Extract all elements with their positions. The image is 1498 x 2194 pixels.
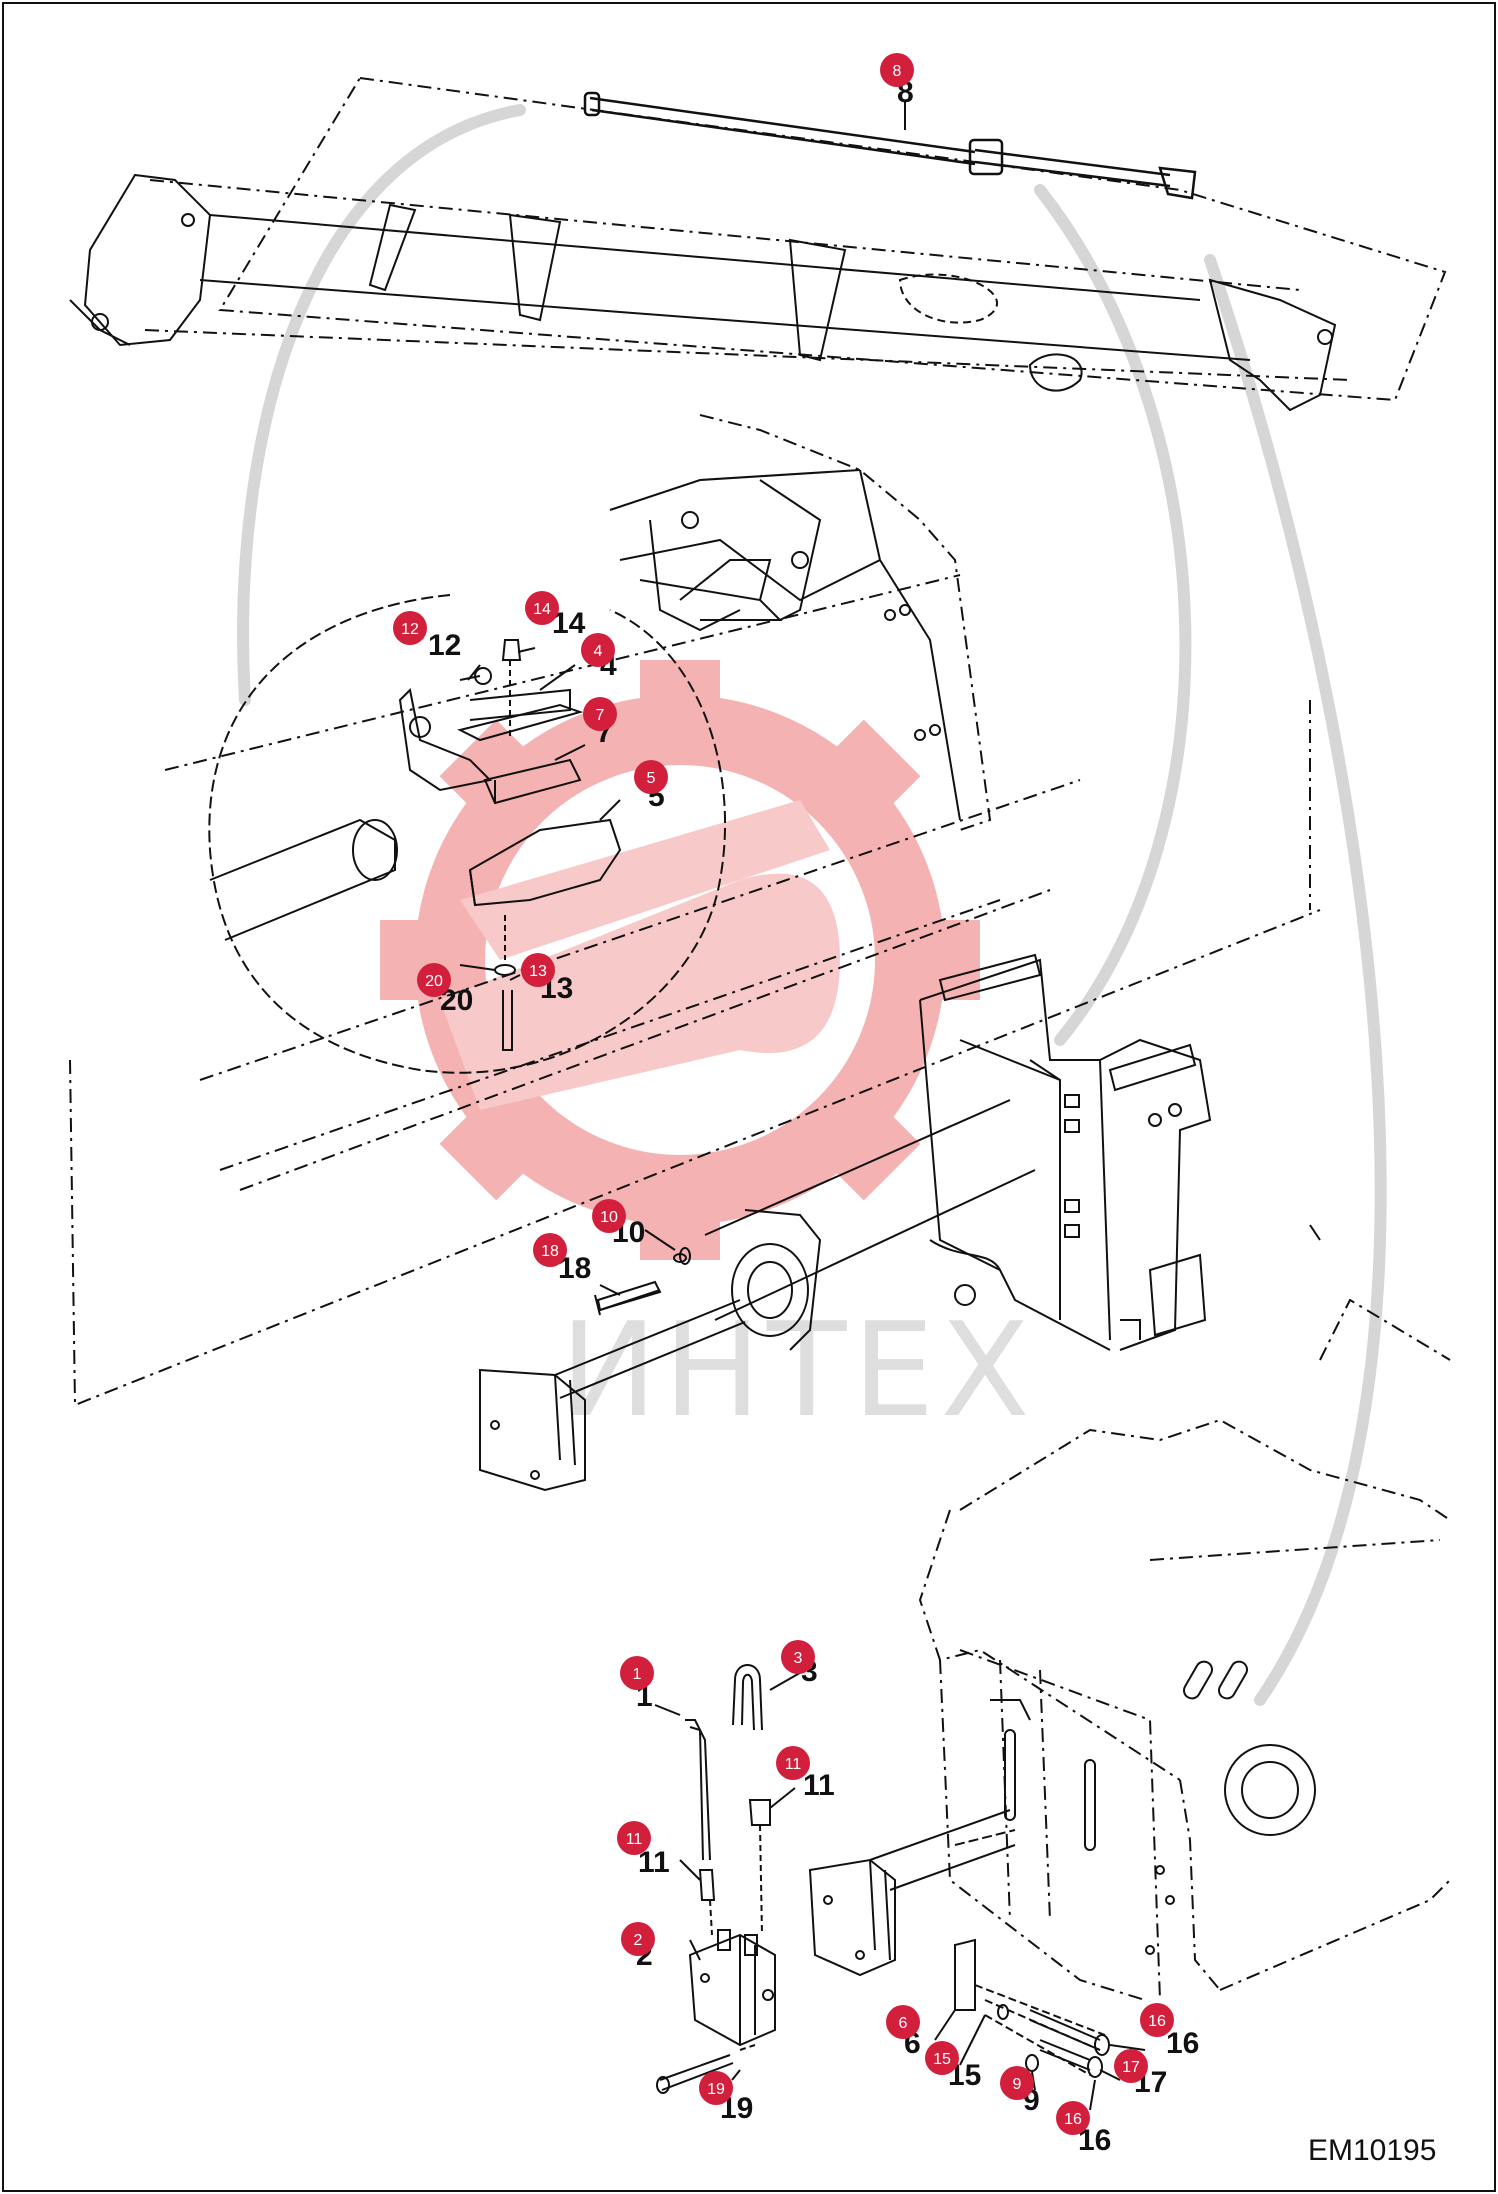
callout-marker: 6 <box>886 2005 920 2039</box>
callout-circle <box>617 1821 651 1855</box>
callout-marker: 15 <box>925 2041 959 2075</box>
callout-circle <box>886 2005 920 2039</box>
linework <box>69 76 1451 2111</box>
callout-circle <box>583 697 617 731</box>
callout-marker: 17 <box>1114 2049 1148 2083</box>
callout-circle <box>1000 2066 1034 2100</box>
callout-number: 4 <box>594 643 603 660</box>
callout-number: 5 <box>647 770 656 787</box>
callout-circle <box>880 53 914 87</box>
callout-number: 7 <box>596 707 605 724</box>
callout-number: 3 <box>794 1650 803 1667</box>
callout-circle <box>581 633 615 667</box>
callout-circle <box>393 611 427 645</box>
callout-circle <box>1114 2049 1148 2083</box>
callout-circle <box>776 1746 810 1780</box>
callout-marker: 18 <box>533 1233 567 1267</box>
callout-circle <box>417 963 451 997</box>
callout-number: 9 <box>1013 2076 1022 2093</box>
part-label: 12 <box>428 629 461 662</box>
callout-marker: 7 <box>583 697 617 731</box>
callout-circle <box>634 760 668 794</box>
callout-circle <box>925 2041 959 2075</box>
callout-marker: 2 <box>621 1922 655 1956</box>
callout-marker: 3 <box>781 1640 815 1674</box>
callout-number: 8 <box>893 63 902 80</box>
callout-marker: 4 <box>581 633 615 667</box>
callout-circle <box>525 591 559 625</box>
callout-number: 1 <box>633 1666 642 1683</box>
drawing-reference-code: EM10195 <box>1308 2134 1436 2167</box>
callout-number: 20 <box>425 973 443 990</box>
leader-curves <box>237 104 1387 1706</box>
callout-number: 16 <box>1064 2111 1082 2128</box>
callout-circle <box>521 953 555 987</box>
part-label: 11 <box>803 1769 835 1802</box>
callout-number: 2 <box>634 1932 643 1949</box>
callout-circle <box>1140 2003 1174 2037</box>
callout-number: 16 <box>1148 2013 1166 2030</box>
callout-number: 17 <box>1122 2059 1140 2076</box>
callout-number: 13 <box>529 963 547 980</box>
callout-marker: 13 <box>521 953 555 987</box>
callout-marker: 1 <box>620 1656 654 1690</box>
watermark-logo: ИНТЕХ <box>380 660 1036 1446</box>
callout-marker: 11 <box>776 1746 810 1780</box>
callout-marker: 20 <box>417 963 451 997</box>
callout-circle <box>781 1640 815 1674</box>
callout-number: 11 <box>785 1756 802 1773</box>
callout-marker: 9 <box>1000 2066 1034 2100</box>
callout-circle <box>620 1656 654 1690</box>
callout-marker: 12 <box>393 611 427 645</box>
callout-marker: 8 <box>880 53 914 87</box>
callout-number: 11 <box>626 1831 643 1848</box>
callout-number: 19 <box>707 2081 725 2098</box>
callout-marker: 19 <box>699 2071 733 2105</box>
callout-circle <box>1056 2101 1090 2135</box>
callout-marker: 16 <box>1140 2003 1174 2037</box>
callout-number: 6 <box>899 2015 908 2032</box>
callout-circle <box>533 1233 567 1267</box>
callout-marker: 16 <box>1056 2101 1090 2135</box>
callout-marker: 10 <box>592 1199 626 1233</box>
callout-number: 15 <box>933 2051 951 2068</box>
callout-number: 10 <box>600 1209 618 1226</box>
callout-number: 12 <box>401 621 419 638</box>
callout-marker: 5 <box>634 760 668 794</box>
part-label: 16 <box>1166 2027 1199 2060</box>
callout-number: 18 <box>541 1243 559 1260</box>
callout-marker: 14 <box>525 591 559 625</box>
callout-circle <box>592 1199 626 1233</box>
watermark-text: ИНТЕХ <box>560 1294 1036 1446</box>
callout-number: 14 <box>533 601 551 618</box>
callout-circle <box>699 2071 733 2105</box>
callout-marker: 11 <box>617 1821 651 1855</box>
callout-circle <box>621 1922 655 1956</box>
